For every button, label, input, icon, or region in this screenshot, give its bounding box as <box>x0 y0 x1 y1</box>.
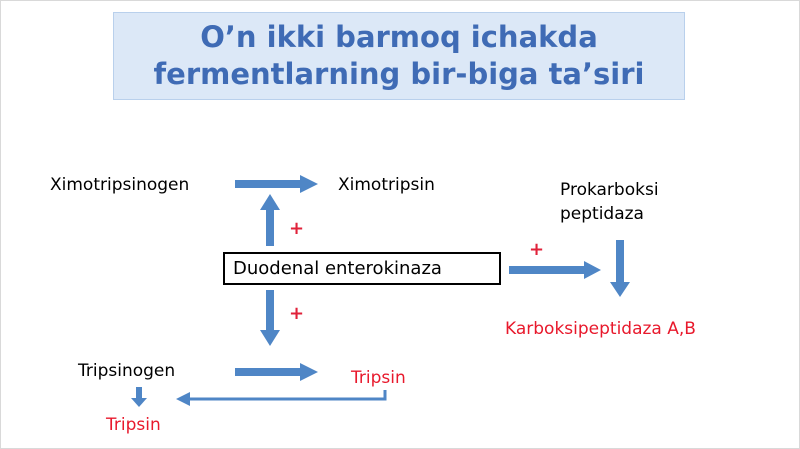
arrow-procarboxy-down <box>610 240 630 297</box>
arrow-small-down <box>131 387 147 407</box>
node-trypsinogen: Tripsinogen <box>78 361 176 381</box>
plus-sign-upper: + <box>289 218 305 239</box>
node-trypsin-bottom: Tripsin <box>106 415 161 435</box>
plus-sign-lower: + <box>289 303 305 324</box>
node-procarboxy-line2: peptidaza <box>560 204 644 224</box>
node-carboxypeptidase: Karboksipeptidaza A,B <box>505 319 696 339</box>
enterokinase-box: Duodenal enterokinaza <box>223 252 501 285</box>
node-chymotrypsin: Ximotripsin <box>338 175 435 195</box>
title-line-2: fermentlarning bir-biga ta’siri <box>153 57 645 91</box>
arrow-trypsin-feedback <box>188 390 387 401</box>
node-chymotrypsinogen: Ximotripsinogen <box>50 175 190 195</box>
arrow-enterokinase-to-right <box>509 261 601 279</box>
title-line-1: O’n ikki barmoq ichakda <box>200 20 598 54</box>
plus-sign-right: + <box>529 239 545 260</box>
title-box: O’n ikki barmoq ichakda fermentlarning b… <box>113 12 685 100</box>
node-trypsin-right: Tripsin <box>351 368 406 388</box>
arrow-enterokinase-up <box>260 194 280 246</box>
node-enterokinase: Duodenal enterokinaza <box>233 258 442 279</box>
arrow-trypsinogen-to-trypsin <box>235 363 318 381</box>
arrow-enterokinase-down <box>260 290 280 346</box>
arrow-trypsin-feedback-head <box>176 392 190 406</box>
arrow-chymotrypsinogen-to-chymotrypsin <box>235 175 318 193</box>
node-procarboxy-line1: Prokarboksi <box>560 180 659 200</box>
